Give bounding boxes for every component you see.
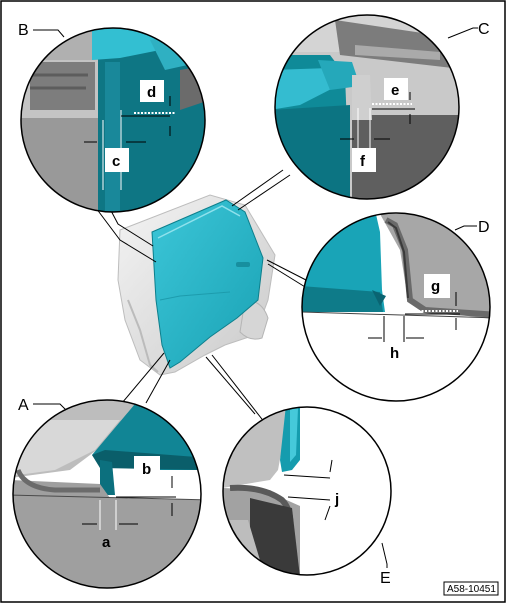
reference-number: A58-10451: [447, 584, 496, 595]
measurement-c-label: c: [112, 153, 120, 170]
callout-B: B: [18, 22, 29, 39]
measurement-c: c: [105, 148, 129, 172]
callout-D: D: [478, 219, 490, 236]
leader-lines: [95, 169, 311, 424]
measurement-e-label: e: [391, 82, 399, 99]
detail-E: [222, 406, 392, 576]
measurement-d: d: [140, 80, 164, 102]
measurement-a: a: [102, 534, 111, 551]
detail-A: [12, 399, 202, 589]
measurement-j: j: [334, 491, 339, 508]
measurement-h: h: [390, 345, 399, 362]
measurement-d-label: d: [147, 84, 156, 101]
rear-door: [151, 199, 264, 369]
reference-box: A58-10451: [443, 581, 499, 596]
detail-B: [20, 27, 206, 213]
detail-D: [301, 212, 491, 402]
measurement-j-label: j: [334, 491, 339, 508]
detail-C: [274, 14, 460, 200]
measurement-f: f: [352, 148, 376, 172]
callout-C: C: [478, 21, 490, 38]
callout-E: E: [380, 570, 391, 587]
measurement-g-label: g: [431, 278, 440, 295]
measurement-b: b: [134, 456, 160, 480]
measurement-g: g: [424, 274, 450, 298]
measurement-b-label: b: [142, 461, 151, 478]
measurement-f-label: f: [360, 153, 366, 170]
measurement-e: e: [384, 78, 408, 100]
callout-leaders: [33, 27, 478, 568]
callout-A: A: [18, 397, 29, 414]
measurement-h-label: h: [390, 345, 399, 362]
measurement-a-label: a: [102, 534, 111, 551]
